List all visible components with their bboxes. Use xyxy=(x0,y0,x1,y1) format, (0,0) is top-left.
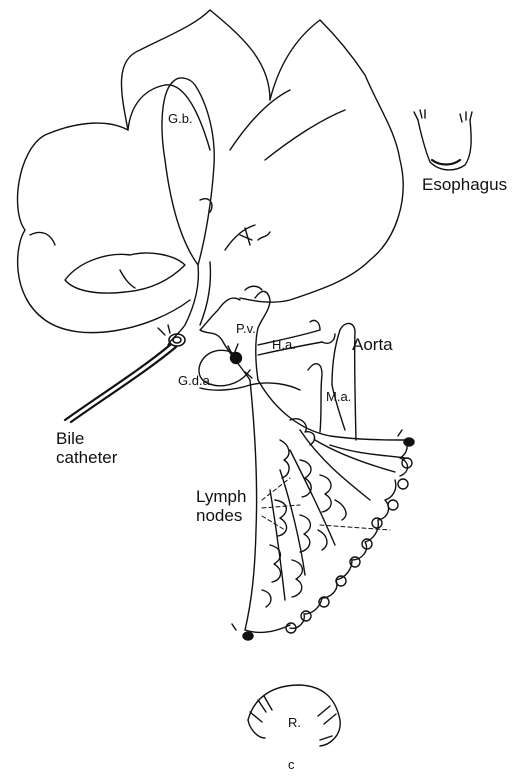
liver-crease xyxy=(30,232,55,245)
gallbladder xyxy=(162,78,214,265)
liver-lobe-right xyxy=(240,20,403,302)
label-gallbladder: G.b. xyxy=(168,112,193,126)
label-esophagus: Esophagus xyxy=(422,176,507,195)
label-mesenteric-artery: M.a. xyxy=(326,390,351,404)
label-bile-catheter: Bile catheter xyxy=(56,430,136,467)
lymph-node-leaders xyxy=(262,478,390,530)
mesentery xyxy=(245,380,408,632)
liver-crease xyxy=(120,270,135,288)
liver-crease xyxy=(230,90,290,150)
label-portal-vein: P.v. xyxy=(236,322,256,336)
panel-letter: c xyxy=(288,758,295,772)
liver-crease xyxy=(265,110,345,160)
bile-catheter xyxy=(65,325,185,422)
liver-lobe-inner xyxy=(65,253,185,293)
esophagus xyxy=(414,110,472,170)
hepatic-artery xyxy=(258,320,335,355)
label-lymph-nodes: Lymph nodes xyxy=(196,488,258,525)
label-aorta: Aorta xyxy=(352,336,393,355)
intestinal-stumps xyxy=(232,430,414,640)
label-hepatic-artery: H.a. xyxy=(272,338,296,352)
label-gastroduodenal-artery: G.d.a. xyxy=(178,374,213,388)
portal-vein xyxy=(200,286,270,380)
label-rectum: R. xyxy=(288,716,301,730)
